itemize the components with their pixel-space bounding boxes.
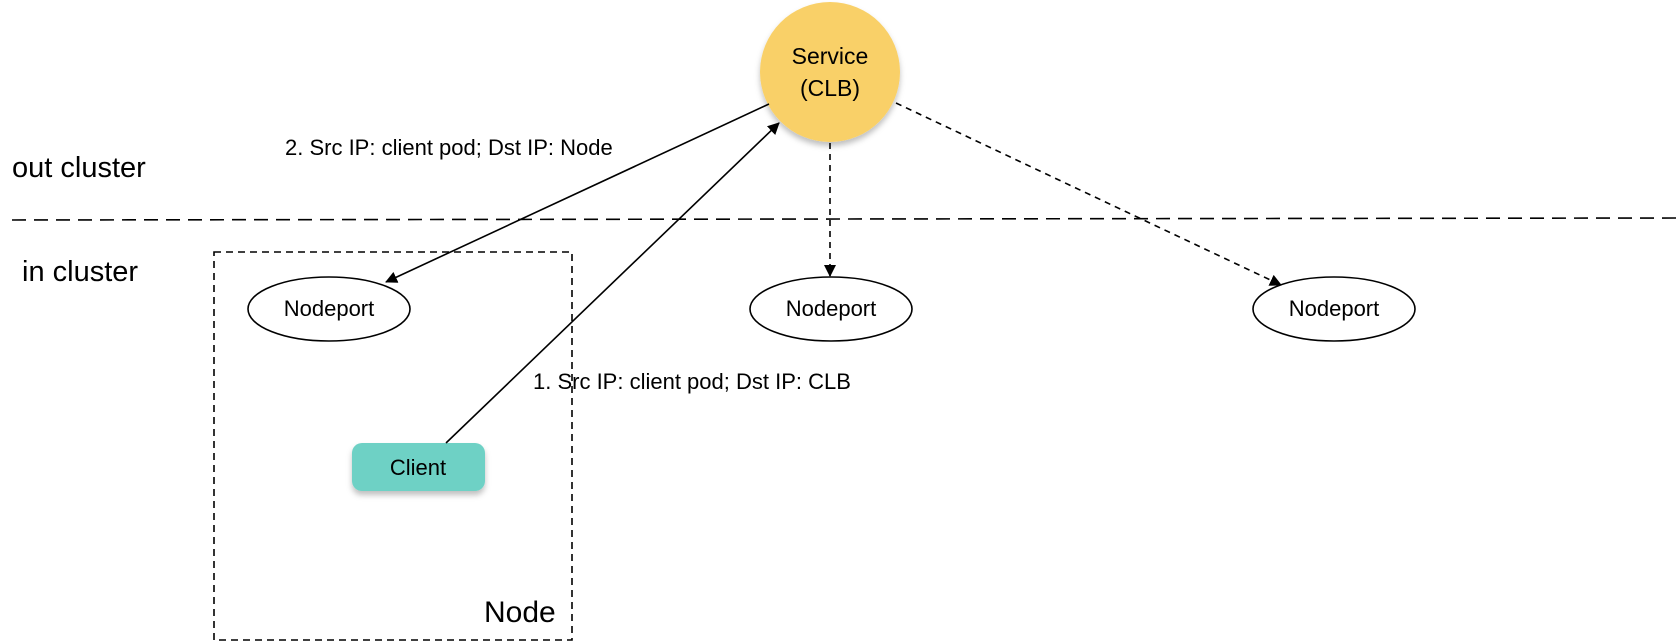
cluster-boundary-line [11, 217, 1680, 221]
service-clb-node [760, 2, 900, 142]
edge-client-to-service [445, 122, 780, 444]
in-cluster-label: in cluster [22, 256, 138, 288]
nodeport-middle-label: Nodeport [786, 296, 877, 321]
client-pod-label: Client [390, 455, 446, 480]
client-pod-box [352, 443, 485, 491]
service-label-line2: (CLB) [800, 75, 860, 101]
out-cluster-label: out cluster [12, 152, 146, 184]
edge-service-to-nodeport-left [385, 103, 770, 283]
client-pod [352, 443, 485, 491]
nodeport-left: Nodeport [247, 276, 411, 342]
service-circle [760, 2, 900, 142]
nodeport-left-label: Nodeport [284, 296, 375, 321]
service-label-line1: Service [792, 43, 869, 69]
node-box [213, 251, 573, 641]
step1-edge-label: 1. Src IP: client pod; Dst IP: CLB [533, 369, 851, 394]
step2-edge-label: 2. Src IP: client pod; Dst IP: Node [285, 135, 613, 160]
node-box-label: Node [484, 596, 556, 629]
nodeport-right-label: Nodeport [1289, 296, 1380, 321]
nodeport-right: Nodeport [1252, 276, 1416, 342]
edge-service-to-nodeport-right [895, 102, 1282, 286]
nodeport-middle: Nodeport [749, 276, 913, 342]
